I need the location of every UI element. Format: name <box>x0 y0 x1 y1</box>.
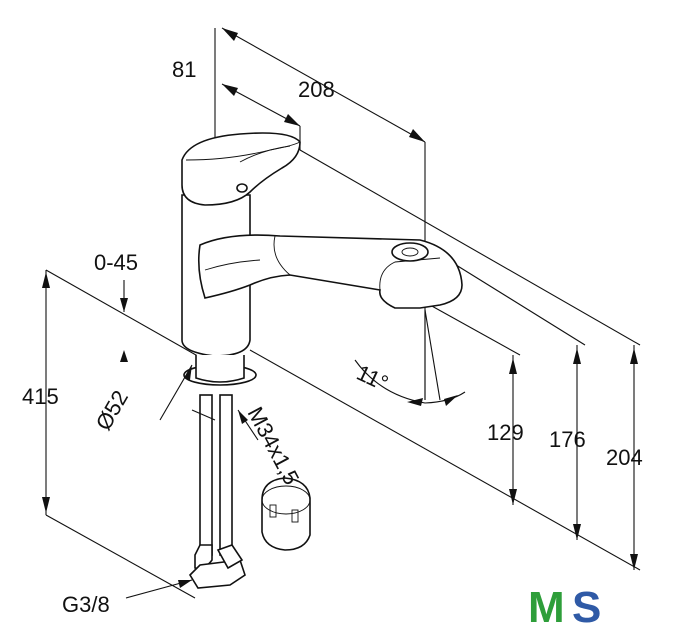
faucet-body <box>159 132 466 421</box>
dim-415: 415 <box>22 384 59 409</box>
dim-129: 129 <box>487 420 524 445</box>
right-extension-lines <box>249 149 641 571</box>
left-dimension-lines <box>42 269 241 599</box>
dim-angle-range: 0-45 <box>94 250 138 275</box>
logo-letter-m: M <box>528 583 565 632</box>
dim-208: 208 <box>298 77 335 102</box>
mounting-nut <box>261 477 311 551</box>
dim-diameter: Ø52 <box>91 386 133 435</box>
ms-logo: M S <box>528 583 601 632</box>
dim-204: 204 <box>606 445 643 470</box>
dim-thread: M34x1,5 <box>243 403 305 489</box>
dim-176: 176 <box>549 427 586 452</box>
connection-hoses <box>188 394 259 589</box>
dim-connector: G3/8 <box>62 592 110 617</box>
g38-leader <box>125 579 193 599</box>
logo-letter-s: S <box>572 583 601 632</box>
dim-81: 81 <box>172 57 196 82</box>
